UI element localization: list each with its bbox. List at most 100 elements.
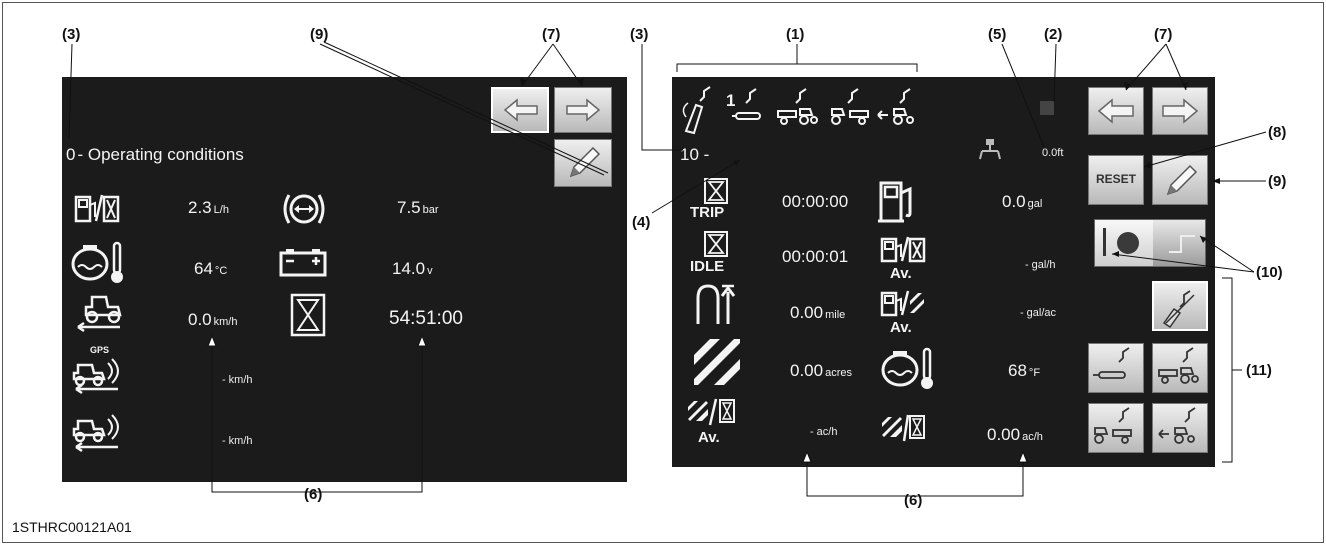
callout-8: (8) xyxy=(1268,124,1287,141)
toggle-record-side xyxy=(1095,220,1153,266)
edit-button[interactable] xyxy=(554,139,612,187)
distance-value: 0.0ft xyxy=(1042,147,1064,159)
arrow-left-icon xyxy=(503,98,538,122)
implement-icon-4 xyxy=(1158,407,1196,444)
trip-label: TRIP xyxy=(690,204,725,221)
radar-speed-value: -km/h xyxy=(222,435,253,447)
page-number: 10 - xyxy=(680,145,710,164)
next-page-button[interactable] xyxy=(554,87,612,133)
implement-front-button[interactable] xyxy=(1088,403,1144,453)
implement-icon-3 xyxy=(1094,407,1132,444)
fuel-rate-avg-value: -gal/h xyxy=(1025,259,1056,271)
pencil-icon xyxy=(1166,164,1198,196)
implement-icon-2 xyxy=(777,88,818,125)
tractor-speed-icon xyxy=(77,295,122,333)
callout-10: (10) xyxy=(1256,264,1283,281)
gps-speed-value: -km/h xyxy=(222,374,253,386)
av-label-work-rate: Av. xyxy=(698,429,720,446)
gps-label: GPS xyxy=(90,345,110,355)
fuel-per-area-value: -gal/ac xyxy=(1020,307,1057,319)
callout-5: (5) xyxy=(988,26,1007,43)
page-title-text: - Operating conditions xyxy=(77,145,244,164)
trip-timer-icon xyxy=(704,178,728,204)
callout-7-right: (7) xyxy=(1154,26,1173,43)
callout-6-left: (6) xyxy=(304,486,323,503)
stop-signal-icon xyxy=(1169,235,1195,253)
prev-page-button[interactable] xyxy=(1088,87,1144,135)
arrow-left-icon xyxy=(1097,98,1134,124)
work-rate-avg-value: -ac/h xyxy=(810,426,838,438)
page-number: 0 xyxy=(66,145,76,164)
implement-hitch-button[interactable] xyxy=(1152,281,1208,331)
implement-icon-3 xyxy=(831,88,869,125)
coolant-temp-value: 68°F xyxy=(1008,361,1041,380)
work-rate-icon xyxy=(882,414,925,442)
page-title: 0- Operating conditions xyxy=(66,145,244,165)
radar-speed-icon xyxy=(72,414,119,453)
callout-4: (4) xyxy=(632,214,651,231)
record-toggle[interactable] xyxy=(1094,219,1206,267)
idle-timer-icon xyxy=(704,231,728,257)
hour-meter-value: 54:51:00 xyxy=(389,308,463,329)
implement-trailer-button[interactable] xyxy=(1152,343,1208,393)
callout-11: (11) xyxy=(1246,362,1272,379)
fuel-used-icon xyxy=(878,181,912,223)
callout-3-right: (3) xyxy=(630,26,649,43)
hitch-lift-icon xyxy=(682,86,711,135)
area-icon xyxy=(694,339,740,385)
coolant-temp-icon xyxy=(881,347,933,389)
gps-speed-icon xyxy=(72,358,119,395)
implement-reverse-button[interactable] xyxy=(1152,403,1208,453)
fuel-per-area-icon xyxy=(880,290,924,317)
reset-button[interactable]: RESET xyxy=(1088,155,1144,205)
figure-code: 1STHRC00121A01 xyxy=(12,519,132,535)
hitch-lift-icon xyxy=(1162,290,1195,329)
next-page-button[interactable] xyxy=(1152,87,1208,135)
av-label-fuel-area: Av. xyxy=(890,319,912,336)
coolant-temp-value: 64°C xyxy=(194,259,228,278)
implement-drawbar-button[interactable] xyxy=(1088,343,1144,393)
hour-meter-icon xyxy=(290,293,326,337)
implement-icon-4 xyxy=(877,88,914,125)
work-rate-avg-icon xyxy=(688,398,735,426)
implement-icon-2 xyxy=(1158,347,1199,384)
reset-label: RESET xyxy=(1095,172,1136,186)
av-label-fuel-rate: Av. xyxy=(890,265,912,282)
callout-6-right: (6) xyxy=(904,492,923,509)
right-screen: 1 10 - 0.0ft TRIP IDLE Av. 00:00:00 00:0… xyxy=(672,77,1215,467)
arrow-right-icon xyxy=(1162,98,1199,124)
edit-button[interactable] xyxy=(1152,155,1208,205)
brake-pressure-icon xyxy=(283,194,325,224)
distance-icon xyxy=(696,284,736,324)
battery-icon xyxy=(279,249,327,277)
callout-7-left: (7) xyxy=(542,26,561,43)
idle-label: IDLE xyxy=(690,258,725,275)
header-index: 1 xyxy=(726,91,736,110)
hitch-height-icon xyxy=(979,139,1001,160)
callout-2: (2) xyxy=(1044,26,1063,43)
coolant-temp-icon xyxy=(71,241,123,283)
fuel-rate-icon xyxy=(74,194,120,223)
fuel-rate-avg-icon xyxy=(880,236,926,263)
callout-1: (1) xyxy=(786,26,805,43)
status-indicator xyxy=(1040,101,1054,115)
callout-3-left: (3) xyxy=(62,26,81,43)
callout-9-left: (9) xyxy=(310,26,329,43)
record-dot-icon xyxy=(1117,232,1139,254)
arrow-right-icon xyxy=(566,98,601,122)
trip-time-value: 00:00:00 xyxy=(782,192,849,211)
implement-icon-1 xyxy=(732,88,761,120)
idle-time-value: 00:00:01 xyxy=(782,247,849,266)
callout-9-right: (9) xyxy=(1268,173,1287,190)
